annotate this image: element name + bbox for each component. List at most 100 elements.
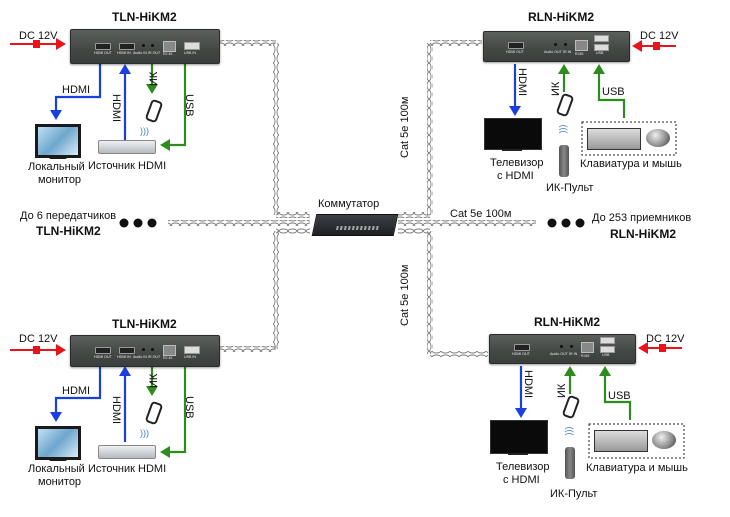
usb-arrow-tx2 bbox=[160, 366, 187, 458]
tx1-usb-label: USB bbox=[183, 94, 195, 117]
port-label: HDMI OUT bbox=[512, 352, 530, 356]
hdmi-out-port bbox=[514, 344, 530, 351]
usb-port bbox=[594, 35, 609, 42]
cable-tx1-h bbox=[220, 40, 276, 46]
rj45-port bbox=[581, 342, 594, 353]
monitor-icon bbox=[35, 124, 81, 158]
tv-icon bbox=[484, 118, 542, 150]
cable-rx2-v bbox=[427, 231, 433, 354]
cable-rx1-v bbox=[427, 43, 433, 215]
cable-tx2-h bbox=[220, 346, 276, 352]
audio-in-port bbox=[142, 44, 145, 47]
port-label: RJ45 bbox=[575, 52, 584, 56]
hdmi-out-arrow-rx2 bbox=[515, 366, 527, 418]
tx1-device: HDMI OUT HDMI IN Audio IN IR OUT RJ 45 U… bbox=[70, 29, 220, 64]
switch-label: Коммутатор bbox=[318, 198, 380, 210]
ir-wave-icon: ))) bbox=[140, 428, 149, 438]
cable-right-bus bbox=[398, 220, 536, 226]
rj45-port bbox=[163, 41, 176, 52]
rx1-title: RLN-HiKM2 bbox=[528, 10, 594, 24]
audio-out-port bbox=[560, 345, 563, 348]
audio-in-port bbox=[142, 348, 145, 351]
port-label: USB IN bbox=[184, 51, 196, 55]
port-label: IR OUT bbox=[148, 51, 161, 55]
monitor-stand bbox=[49, 155, 67, 159]
power-arrow-rx2 bbox=[638, 342, 682, 354]
hdmi-in-port bbox=[119, 43, 135, 50]
tv-icon bbox=[490, 420, 548, 454]
rx2-tv-label-2: с HDMI bbox=[503, 474, 540, 486]
rx2-device: HDMI OUT Audio OUT IR IN RJ45 USB bbox=[489, 334, 636, 364]
port-label: HDMI IN bbox=[117, 51, 131, 55]
ir-wave-icon: ))) bbox=[140, 126, 149, 136]
hdmi-in-arrow-tx1 bbox=[119, 64, 131, 140]
rj45-port bbox=[575, 40, 588, 51]
tx1-monitor-label-2: монитор bbox=[38, 174, 82, 186]
tx1-hdmi-out-label: HDMI bbox=[62, 84, 91, 96]
rx2-title: RLN-HiKM2 bbox=[534, 315, 600, 329]
port-label: Audio IN bbox=[133, 51, 147, 55]
ir-arrow-rx1 bbox=[558, 64, 570, 92]
hdmi-out-arrow-tx1 bbox=[50, 64, 102, 120]
port-label: Audio OUT bbox=[544, 50, 562, 54]
port-label: Audio OUT bbox=[550, 352, 568, 356]
hdmi-in-port bbox=[119, 347, 135, 354]
cable-rx1-sw bbox=[398, 212, 430, 218]
tx2-ir-label: ИК bbox=[148, 373, 160, 388]
rx2-usb-label: USB bbox=[608, 390, 631, 402]
kbm-box-rx2 bbox=[588, 423, 685, 459]
rx1-usb-label: USB bbox=[602, 86, 625, 98]
ir-in-port bbox=[570, 345, 573, 348]
port-label: USB bbox=[596, 51, 604, 55]
tx2-usb-label: USB bbox=[183, 396, 195, 419]
hdmi-out-arrow-tx2 bbox=[50, 366, 102, 422]
hdmi-in-arrow-tx2 bbox=[119, 366, 131, 442]
cable-tx1-v bbox=[273, 43, 279, 215]
rx1-tv-label-2: с HDMI bbox=[497, 170, 534, 182]
left-note-line2: TLN-HiKM2 bbox=[36, 224, 101, 238]
hdmi-out-arrow-rx1 bbox=[509, 64, 521, 116]
tx2-source-label: Источник HDMI bbox=[88, 463, 167, 475]
ir-wave-icon: ))) bbox=[563, 426, 574, 436]
ir-wave-icon: ))) bbox=[557, 124, 568, 134]
cable-rx2-h bbox=[430, 351, 488, 357]
usb-arrow-tx1 bbox=[160, 64, 187, 151]
hdmi-source-icon bbox=[98, 445, 156, 459]
usb-in-port bbox=[184, 346, 200, 354]
rx1-device: HDMI OUT Audio OUT IR IN RJ45 USB bbox=[483, 31, 630, 62]
mouse-icon bbox=[646, 129, 670, 147]
rx1-tv-label-1: Телевизор bbox=[490, 157, 544, 169]
rx2-hdmi-label: HDMI bbox=[522, 370, 534, 399]
tx2-hdmi-in-label: HDMI bbox=[110, 396, 122, 425]
tx2-title: TLN-HiKM2 bbox=[112, 317, 177, 331]
port-label: IR IN bbox=[563, 50, 572, 54]
ir-arrow-tx1 bbox=[146, 64, 158, 94]
hdmi-source-icon bbox=[98, 140, 156, 154]
tx2-hdmi-out-label: HDMI bbox=[62, 385, 91, 397]
right-note-line2: RLN-HiKM2 bbox=[610, 227, 676, 241]
usb-port bbox=[600, 337, 615, 344]
rj45-port bbox=[163, 345, 176, 356]
tx1-hdmi-in-label: HDMI bbox=[110, 94, 122, 123]
tx2-monitor-label-2: монитор bbox=[38, 476, 82, 488]
monitor-icon bbox=[35, 426, 81, 460]
keyboard-icon bbox=[594, 430, 648, 452]
port-label: IR OUT bbox=[148, 355, 161, 359]
switch-icon bbox=[311, 214, 399, 236]
tx1-monitor-label-1: Локальный bbox=[28, 161, 85, 173]
cable-label-top: Cat 5e 100м bbox=[399, 96, 411, 158]
left-note-line1: До 6 передатчиков bbox=[20, 210, 117, 222]
ellipsis-right bbox=[547, 218, 585, 228]
port-label: Audio IN bbox=[133, 355, 147, 359]
rx2-power-label: DC 12V bbox=[646, 333, 685, 345]
cable-label-right: Cat 5e 100м bbox=[450, 208, 512, 220]
kbm-box-rx1 bbox=[581, 121, 677, 156]
cable-tx2-sw bbox=[276, 228, 310, 234]
tv-stand bbox=[502, 149, 522, 151]
port-label: USB IN bbox=[184, 355, 196, 359]
tv-stand bbox=[508, 453, 528, 455]
hdmi-out-port bbox=[508, 42, 524, 49]
keyboard-icon bbox=[587, 128, 641, 150]
hdmi-out-port bbox=[95, 347, 111, 354]
